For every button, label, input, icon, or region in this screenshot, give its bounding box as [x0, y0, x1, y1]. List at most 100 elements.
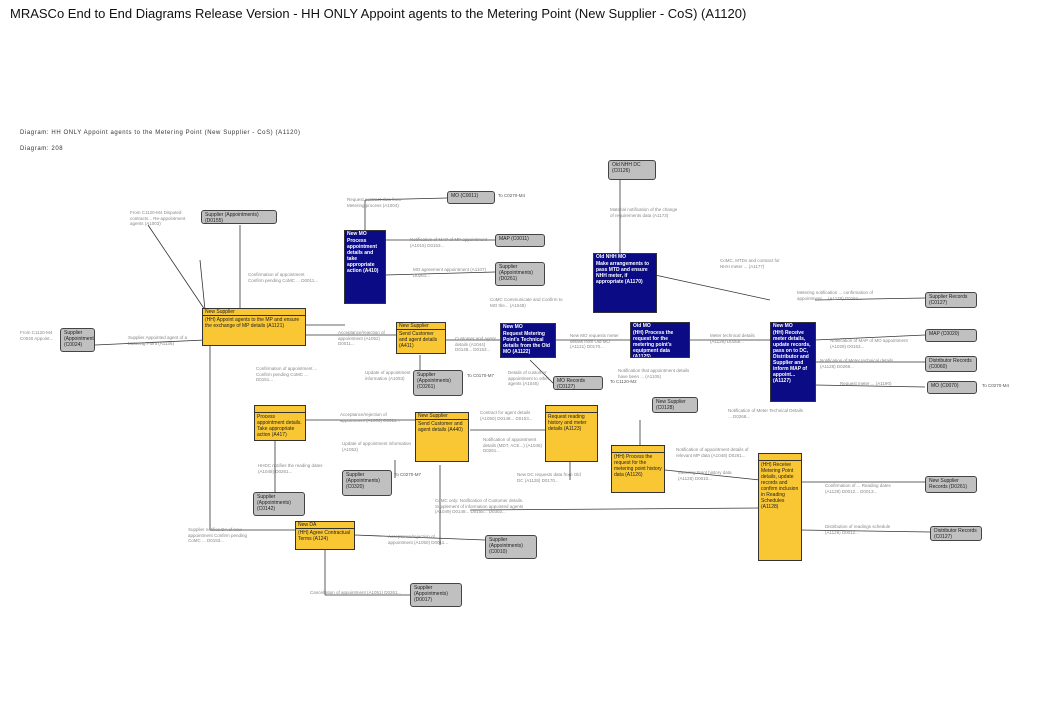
flow-label: CoMC Communicate and Confirm to MO the..…: [490, 297, 563, 308]
page-title: MRASCo End to End Diagrams Release Versi…: [10, 6, 747, 21]
flow-label: New MO requests meter details from Old M…: [570, 333, 619, 349]
process-a1128[interactable]: (HH) Receive Metering Point details, upd…: [758, 453, 802, 561]
external-entity[interactable]: Supplier (Appointments) (C0261): [413, 370, 463, 396]
flow-label: Meter technical details (A1128) D0268...: [710, 333, 755, 344]
external-entity[interactable]: MO (C0070): [927, 381, 977, 394]
flow-label: Notification of appointment details of r…: [676, 447, 749, 458]
flow-label: From C1120-M4 Disputed contracts... Re-a…: [130, 210, 186, 226]
diagram-number: Diagram: 208: [20, 146, 64, 152]
process-actor: New DA: [296, 522, 354, 529]
process-actor: Old MO: [633, 323, 651, 329]
flow-label: Confirmation of appointment Confirm pend…: [248, 272, 318, 283]
flow-label: Metering Point history data (A1128) D001…: [678, 470, 732, 481]
external-entity[interactable]: MAP (C0020): [925, 329, 977, 342]
process-label: Make arrangements to pass MTD and ensure…: [596, 261, 650, 285]
process-label: Send Customer and agent details (A440): [418, 421, 463, 433]
diagram-heading: Diagram: HH ONLY Appoint agents to the M…: [20, 130, 301, 136]
process-a440[interactable]: New Supplier Send Customer and agent det…: [415, 412, 469, 462]
flow-label: To C0270-M7: [394, 472, 422, 477]
external-entity[interactable]: Supplier (Appointments) (C0010): [485, 535, 537, 559]
process-label: (HH) Process the request for the meterin…: [614, 454, 662, 478]
process-a1123[interactable]: Request reading history and meter detail…: [545, 405, 598, 462]
process-label: (HH) Process the request for the meterin…: [633, 330, 674, 358]
process-a411[interactable]: New Supplier Send Customer and agent det…: [396, 322, 446, 354]
flow-label: Notification of appointment details (MDT…: [483, 437, 543, 453]
process-a1125[interactable]: Old MO (HH) Process the request for the …: [630, 322, 690, 358]
external-entity[interactable]: Supplier (Appointments) (C0320): [342, 470, 392, 496]
flow-label: To C0270-M4: [982, 383, 1010, 388]
process-a1126[interactable]: (HH) Process the request for the meterin…: [611, 445, 665, 493]
process-actor: New Supplier: [203, 309, 305, 316]
flow-label: Material notification of the change of r…: [610, 207, 678, 218]
flow-label: Metering notification ... confirmation o…: [797, 290, 874, 301]
external-entity[interactable]: Supplier (Appointments) (C0024): [60, 328, 95, 352]
process-label: Process appointment details and take app…: [347, 238, 379, 274]
process-actor: [759, 454, 801, 461]
flow-label: To C1120-M2: [610, 379, 637, 384]
flow-label: Acceptance/rejection of appointment (A10…: [388, 534, 448, 545]
external-entity[interactable]: Supplier (Appointments) (D0017): [410, 583, 462, 607]
process-actor: New MO: [503, 324, 523, 330]
external-entity[interactable]: Old NHH DC (C0126): [608, 160, 656, 180]
flow-label: CoMC only: Notification of Customer deta…: [435, 498, 524, 514]
external-entity[interactable]: MO Records (C0127): [553, 376, 603, 390]
external-entity[interactable]: Distributor Records (C0060): [925, 356, 977, 372]
process-actor: [546, 406, 597, 413]
process-a124[interactable]: New DA (HH) Agree Contractual Terms (A12…: [295, 521, 355, 550]
flow-label: To C0270-M4: [498, 193, 526, 198]
process-actor: New MO: [773, 323, 793, 329]
process-label: (HH) Receive meter details, update recor…: [773, 330, 811, 384]
external-entity[interactable]: MAP (C0011): [495, 234, 545, 247]
flow-label: Acceptance/rejection of appointment (A10…: [340, 412, 400, 423]
process-a410[interactable]: New MO Process appointment details and t…: [344, 230, 386, 304]
flow-label: Notification of Meter technical details …: [820, 358, 894, 369]
flow-label: Supplier Appointed agent of a Metering P…: [128, 335, 188, 346]
external-entity[interactable]: Supplier Records (C0127): [925, 292, 977, 308]
process-actor: New Supplier: [416, 413, 468, 420]
flow-label: Notification of MAP of MP appointment (A…: [410, 237, 488, 248]
process-actor: [612, 446, 664, 453]
process-actor: [255, 406, 305, 413]
flow-label: Supplier notifies DA of new appointment …: [188, 527, 248, 543]
flow-label: Request meter ... (A1190): [840, 381, 892, 386]
external-entity[interactable]: New Supplier (C0128): [652, 397, 698, 413]
process-actor: New Supplier: [397, 323, 445, 330]
flow-label: MO agreement appointment (A1107) D0261..…: [413, 267, 486, 278]
flow-label: Customer and agent details (A1044) D0148…: [455, 336, 496, 352]
process-label: Request reading history and meter detail…: [548, 414, 587, 432]
flow-label: Contract for agent details (A1050) D0148…: [480, 410, 533, 421]
external-entity[interactable]: Supplier (Appointments) (C0142): [253, 492, 305, 516]
flow-label: New DC requests data from Old DC (A1128)…: [517, 472, 581, 483]
external-entity[interactable]: MO (C0011): [447, 191, 495, 204]
flow-label: Confirmation of appointment ... Confirm …: [256, 366, 318, 382]
process-a1121[interactable]: New Supplier (HH) Appoint agents to the …: [202, 308, 306, 346]
flow-label: Update of appointment information (A1052…: [342, 441, 412, 452]
flow-label: Notification of Meter Technical Details …: [728, 408, 803, 419]
flow-label: Update of appointment information (A1053…: [365, 370, 411, 381]
external-entity[interactable]: New Supplier Records (D0261): [925, 476, 977, 493]
flow-label: CoMC, MTDs and contract for NHH meter ..…: [720, 258, 780, 269]
process-label: Process appointment details. Take approp…: [257, 414, 302, 438]
external-entity[interactable]: Distributor Records (C0127): [930, 526, 982, 541]
process-label: (HH) Appoint agents to the MP and ensure…: [205, 317, 300, 329]
process-label: Request Metering Point's Technical detai…: [503, 331, 550, 355]
flow-label: Confirmation of ... Reading dates (A1128…: [825, 483, 891, 494]
process-a417[interactable]: Process appointment details. Take approp…: [254, 405, 306, 441]
flow-label: Cancellation of appointment (A1051) D026…: [310, 590, 402, 595]
process-actor: Old NHH MO: [596, 254, 626, 260]
process-a1122[interactable]: New MO Request Metering Point's Technica…: [500, 323, 556, 358]
process-a1127[interactable]: New MO (HH) Receive meter details, updat…: [770, 322, 816, 402]
process-a1170[interactable]: Old NHH MO Make arrangements to pass MTD…: [593, 253, 657, 313]
external-entity[interactable]: Supplier (Appointments) (D0261): [495, 262, 545, 286]
flow-label: From C1120-M4 C0040 Appoint...: [20, 330, 54, 341]
flow-label: Acceptance/rejection of appointment (A10…: [338, 330, 385, 346]
flow-label: Details of customer appointment to other…: [508, 370, 550, 386]
flow-label: Notification that appointment details ha…: [618, 368, 690, 379]
flow-label: Distribution of readings schedule (A1129…: [825, 524, 891, 535]
process-actor: New MO: [347, 231, 367, 237]
flow-label: Notification of MAP of MO appointment (A…: [830, 338, 908, 349]
external-entity[interactable]: Supplier (Appointments) (D0155): [201, 210, 277, 224]
flow-label: To C0170-M7: [467, 373, 495, 378]
process-label: (HH) Receive Metering Point details, upd…: [761, 462, 799, 510]
